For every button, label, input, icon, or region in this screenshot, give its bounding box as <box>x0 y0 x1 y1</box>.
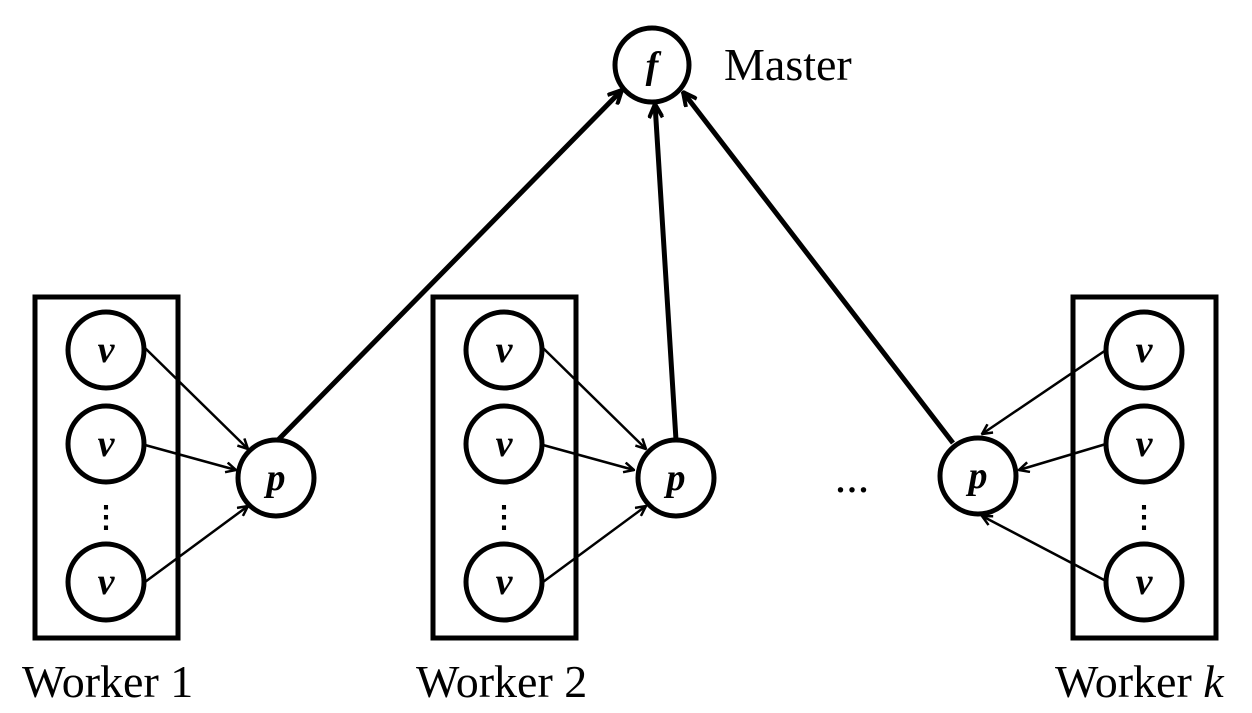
vertex-edge <box>1019 442 1107 470</box>
edge-worker1-to-master <box>276 90 622 442</box>
partial-node-label: p <box>966 455 988 497</box>
edge-workerk-to-master <box>683 92 955 445</box>
partial-node: p <box>937 435 1019 517</box>
vertex-node: v <box>463 309 545 391</box>
vertex-edge <box>144 443 236 470</box>
worker-group-k: v v ⋮ v p Worker k <box>937 294 1225 707</box>
vertex-node: v <box>1103 541 1185 623</box>
vertex-edge <box>542 347 646 449</box>
worker-group-2: v v ⋮ v p Worker 2 <box>416 294 717 707</box>
horizontal-ellipsis: ... <box>835 451 870 502</box>
vertex-node: v <box>1103 309 1185 391</box>
vertical-ellipsis: ⋮ <box>91 501 121 534</box>
vertex-edge <box>144 506 248 584</box>
vertex-label: v <box>496 329 514 371</box>
vertical-ellipsis: ⋮ <box>489 501 519 534</box>
vertex-label: v <box>98 423 116 465</box>
vertex-edge <box>542 443 634 470</box>
partial-node: p <box>635 437 717 519</box>
vertex-edge <box>144 347 248 449</box>
master-node: f <box>612 25 692 105</box>
edge-worker2-to-master <box>655 104 679 441</box>
partial-node-label: p <box>664 457 686 499</box>
vertex-node: v <box>65 541 147 623</box>
vertex-label: v <box>496 423 514 465</box>
master-node-label: f <box>646 45 662 87</box>
vertex-label: v <box>98 329 116 371</box>
partial-node-label: p <box>264 457 286 499</box>
vertex-label: v <box>496 561 514 603</box>
vertex-edge <box>982 348 1107 434</box>
vertex-node: v <box>463 541 545 623</box>
worker-caption: Worker 2 <box>416 656 587 707</box>
vertical-ellipsis: ⋮ <box>1129 501 1159 534</box>
vertex-node: v <box>65 309 147 391</box>
worker-box <box>32 294 181 641</box>
partial-node: p <box>235 437 317 519</box>
vertex-label: v <box>1136 329 1154 371</box>
vertex-label: v <box>1136 423 1154 465</box>
vertex-edge <box>542 506 646 584</box>
worker-box <box>430 294 579 641</box>
vertex-edge <box>982 516 1107 583</box>
worker-caption: Worker k <box>1055 656 1225 707</box>
vertex-label: v <box>98 561 116 603</box>
master-caption: Master <box>724 39 852 90</box>
vertex-label: v <box>1136 561 1154 603</box>
worker-box <box>1070 294 1219 641</box>
vertex-node: v <box>463 403 545 485</box>
vertex-node: v <box>1103 403 1185 485</box>
worker-group-1: v v ⋮ v p Worker 1 <box>22 294 317 707</box>
vertex-node: v <box>65 403 147 485</box>
worker-caption: Worker 1 <box>22 656 193 707</box>
